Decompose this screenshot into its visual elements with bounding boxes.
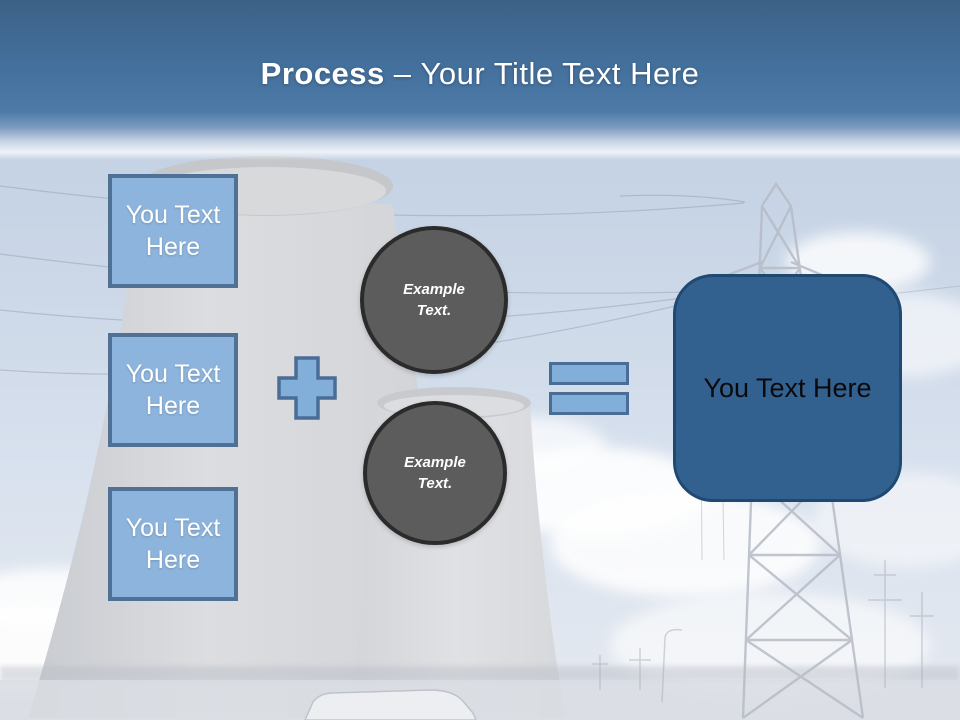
title-keyword: Process <box>260 56 385 91</box>
equals-icon <box>549 362 629 415</box>
equals-top-bar <box>549 362 629 385</box>
input-box-2[interactable]: You Text Here <box>108 333 238 447</box>
slide-title[interactable]: Process–Your Title Text Here <box>0 56 960 92</box>
input-box-1-label: You Text Here <box>125 201 221 261</box>
input-box-3[interactable]: You Text Here <box>108 487 238 601</box>
car-silhouette <box>304 689 477 720</box>
title-placeholder-text: Your Title Text Here <box>420 56 700 91</box>
result-box-label: You Text Here <box>703 372 872 403</box>
input-box-1[interactable]: You Text Here <box>108 174 238 288</box>
title-separator: – <box>393 56 412 91</box>
example-circle-2-label: Example Text. <box>404 454 466 492</box>
example-circle-2[interactable]: Example Text. <box>363 401 507 545</box>
example-circle-1[interactable]: Example Text. <box>360 226 508 374</box>
result-box[interactable]: You Text Here <box>673 274 902 502</box>
plus-icon <box>277 356 337 420</box>
equals-bottom-bar <box>549 392 629 415</box>
input-box-2-label: You Text Here <box>125 360 221 420</box>
substation-structures <box>592 560 934 703</box>
input-box-3-label: You Text Here <box>125 514 221 574</box>
example-circle-1-label: Example Text. <box>403 281 465 319</box>
